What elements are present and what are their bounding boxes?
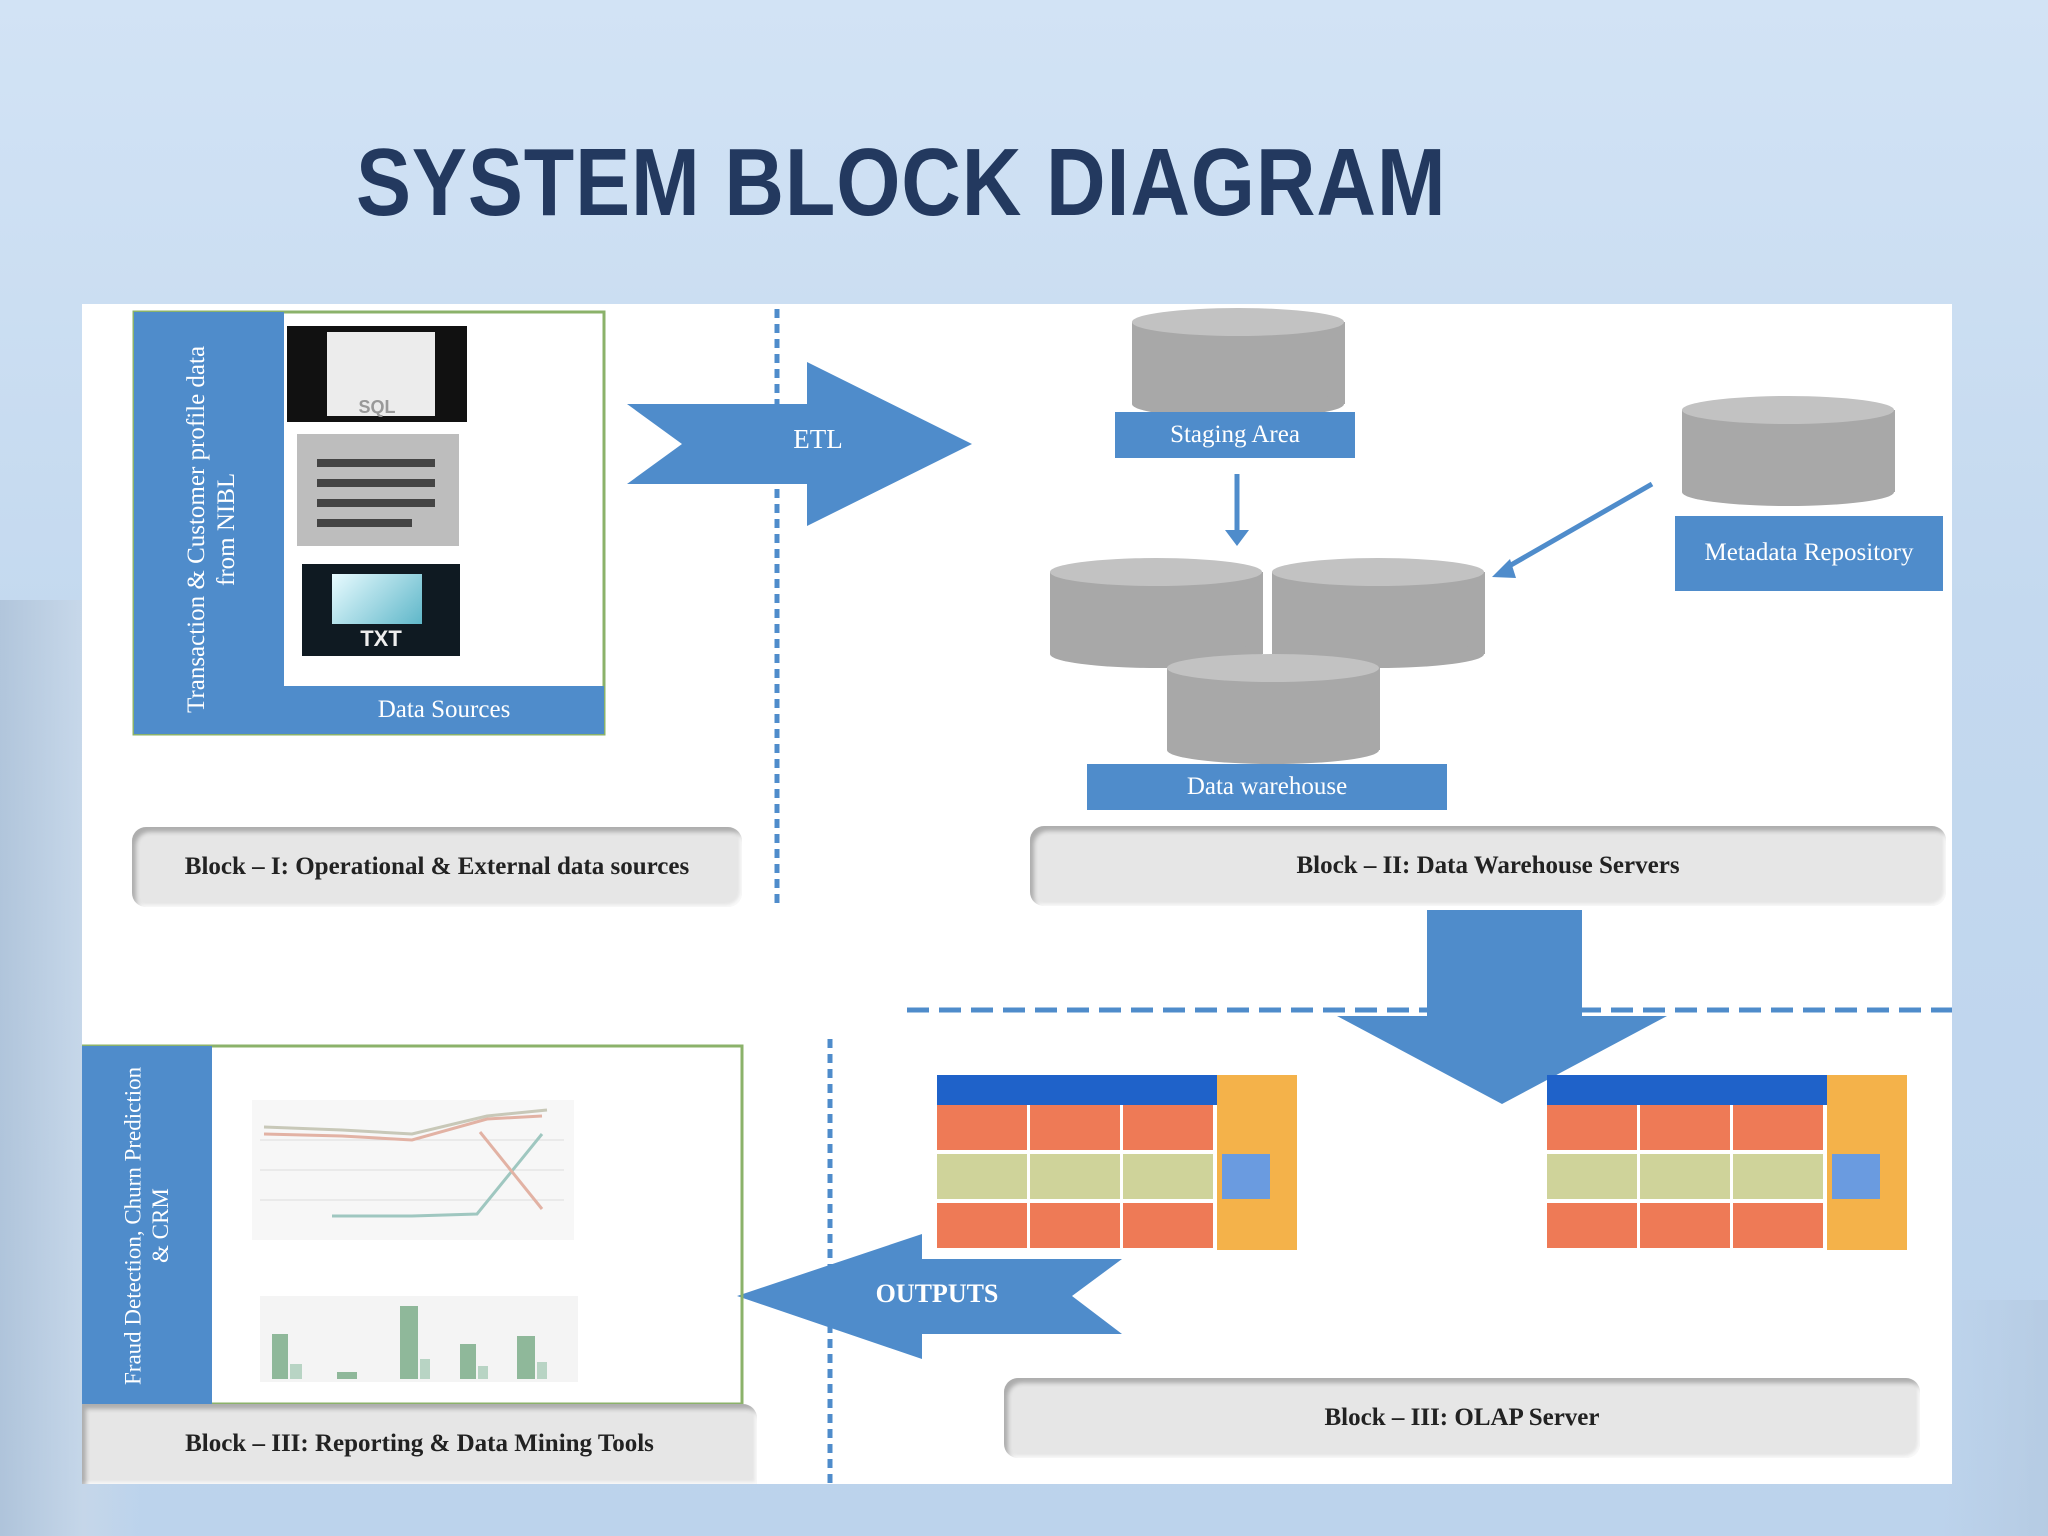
warehouse-cylinder-bottom xyxy=(1167,654,1380,764)
metadata-repository-label: Metadata Repository xyxy=(1675,516,1943,591)
block3-side-label: Fraud Detection, Churn Prediction & CRM xyxy=(120,1066,173,1386)
line-chart-thumbnail xyxy=(252,1100,574,1240)
staging-cylinder xyxy=(1132,308,1345,418)
sql-file-label: SQL xyxy=(358,397,396,417)
slide-title: SYSTEM BLOCK DIAGRAM xyxy=(356,129,1447,236)
block2-caption: Block – II: Data Warehouse Servers xyxy=(1030,826,1946,906)
diagram-lines xyxy=(82,308,1952,1484)
data-sources-label: Data Sources xyxy=(284,686,604,734)
metadata-cylinder xyxy=(1682,396,1895,506)
down-arrow xyxy=(1337,910,1667,1104)
data-warehouse-label: Data warehouse xyxy=(1087,764,1447,810)
block1-caption: Block – I: Operational & External data s… xyxy=(132,827,742,907)
block3-olap-caption: Block – III: OLAP Server xyxy=(1004,1378,1920,1458)
txt-file-art xyxy=(332,574,422,624)
etl-arrow xyxy=(627,362,972,526)
block-diagram: ETL OUTPUTS Transaction & Customer profi… xyxy=(82,304,1952,1484)
olap-cube-right xyxy=(1547,1075,1907,1250)
etl-label: ETL xyxy=(793,424,843,454)
txt-file-icon: TXT xyxy=(302,564,460,656)
background-building-right xyxy=(1940,1300,2048,1536)
metadata-to-warehouse-arrow-head xyxy=(1492,559,1516,578)
warehouse-cylinder-left xyxy=(1050,558,1263,668)
outputs-arrow xyxy=(737,1234,1122,1359)
block3-reporting-caption: Block – III: Reporting & Data Mining Too… xyxy=(82,1404,757,1484)
block1-side-panel xyxy=(134,312,284,734)
metadata-to-warehouse-arrow-line xyxy=(1502,481,1654,572)
staging-to-warehouse-arrow-head xyxy=(1225,530,1249,546)
bar-chart-thumbnail xyxy=(260,1296,578,1382)
sql-page xyxy=(327,332,435,416)
olap-cube-left xyxy=(937,1075,1297,1250)
document-icon xyxy=(297,434,459,546)
outputs-label: OUTPUTS xyxy=(875,1279,999,1308)
warehouse-cylinder-right xyxy=(1272,558,1485,668)
block1-side-label: Transaction & Customer profile data from… xyxy=(183,345,240,713)
sql-file-icon: SQL xyxy=(287,326,467,422)
block3-side-panel xyxy=(82,1046,212,1404)
staging-area-label: Staging Area xyxy=(1115,412,1355,458)
txt-file-label: TXT xyxy=(360,626,402,651)
